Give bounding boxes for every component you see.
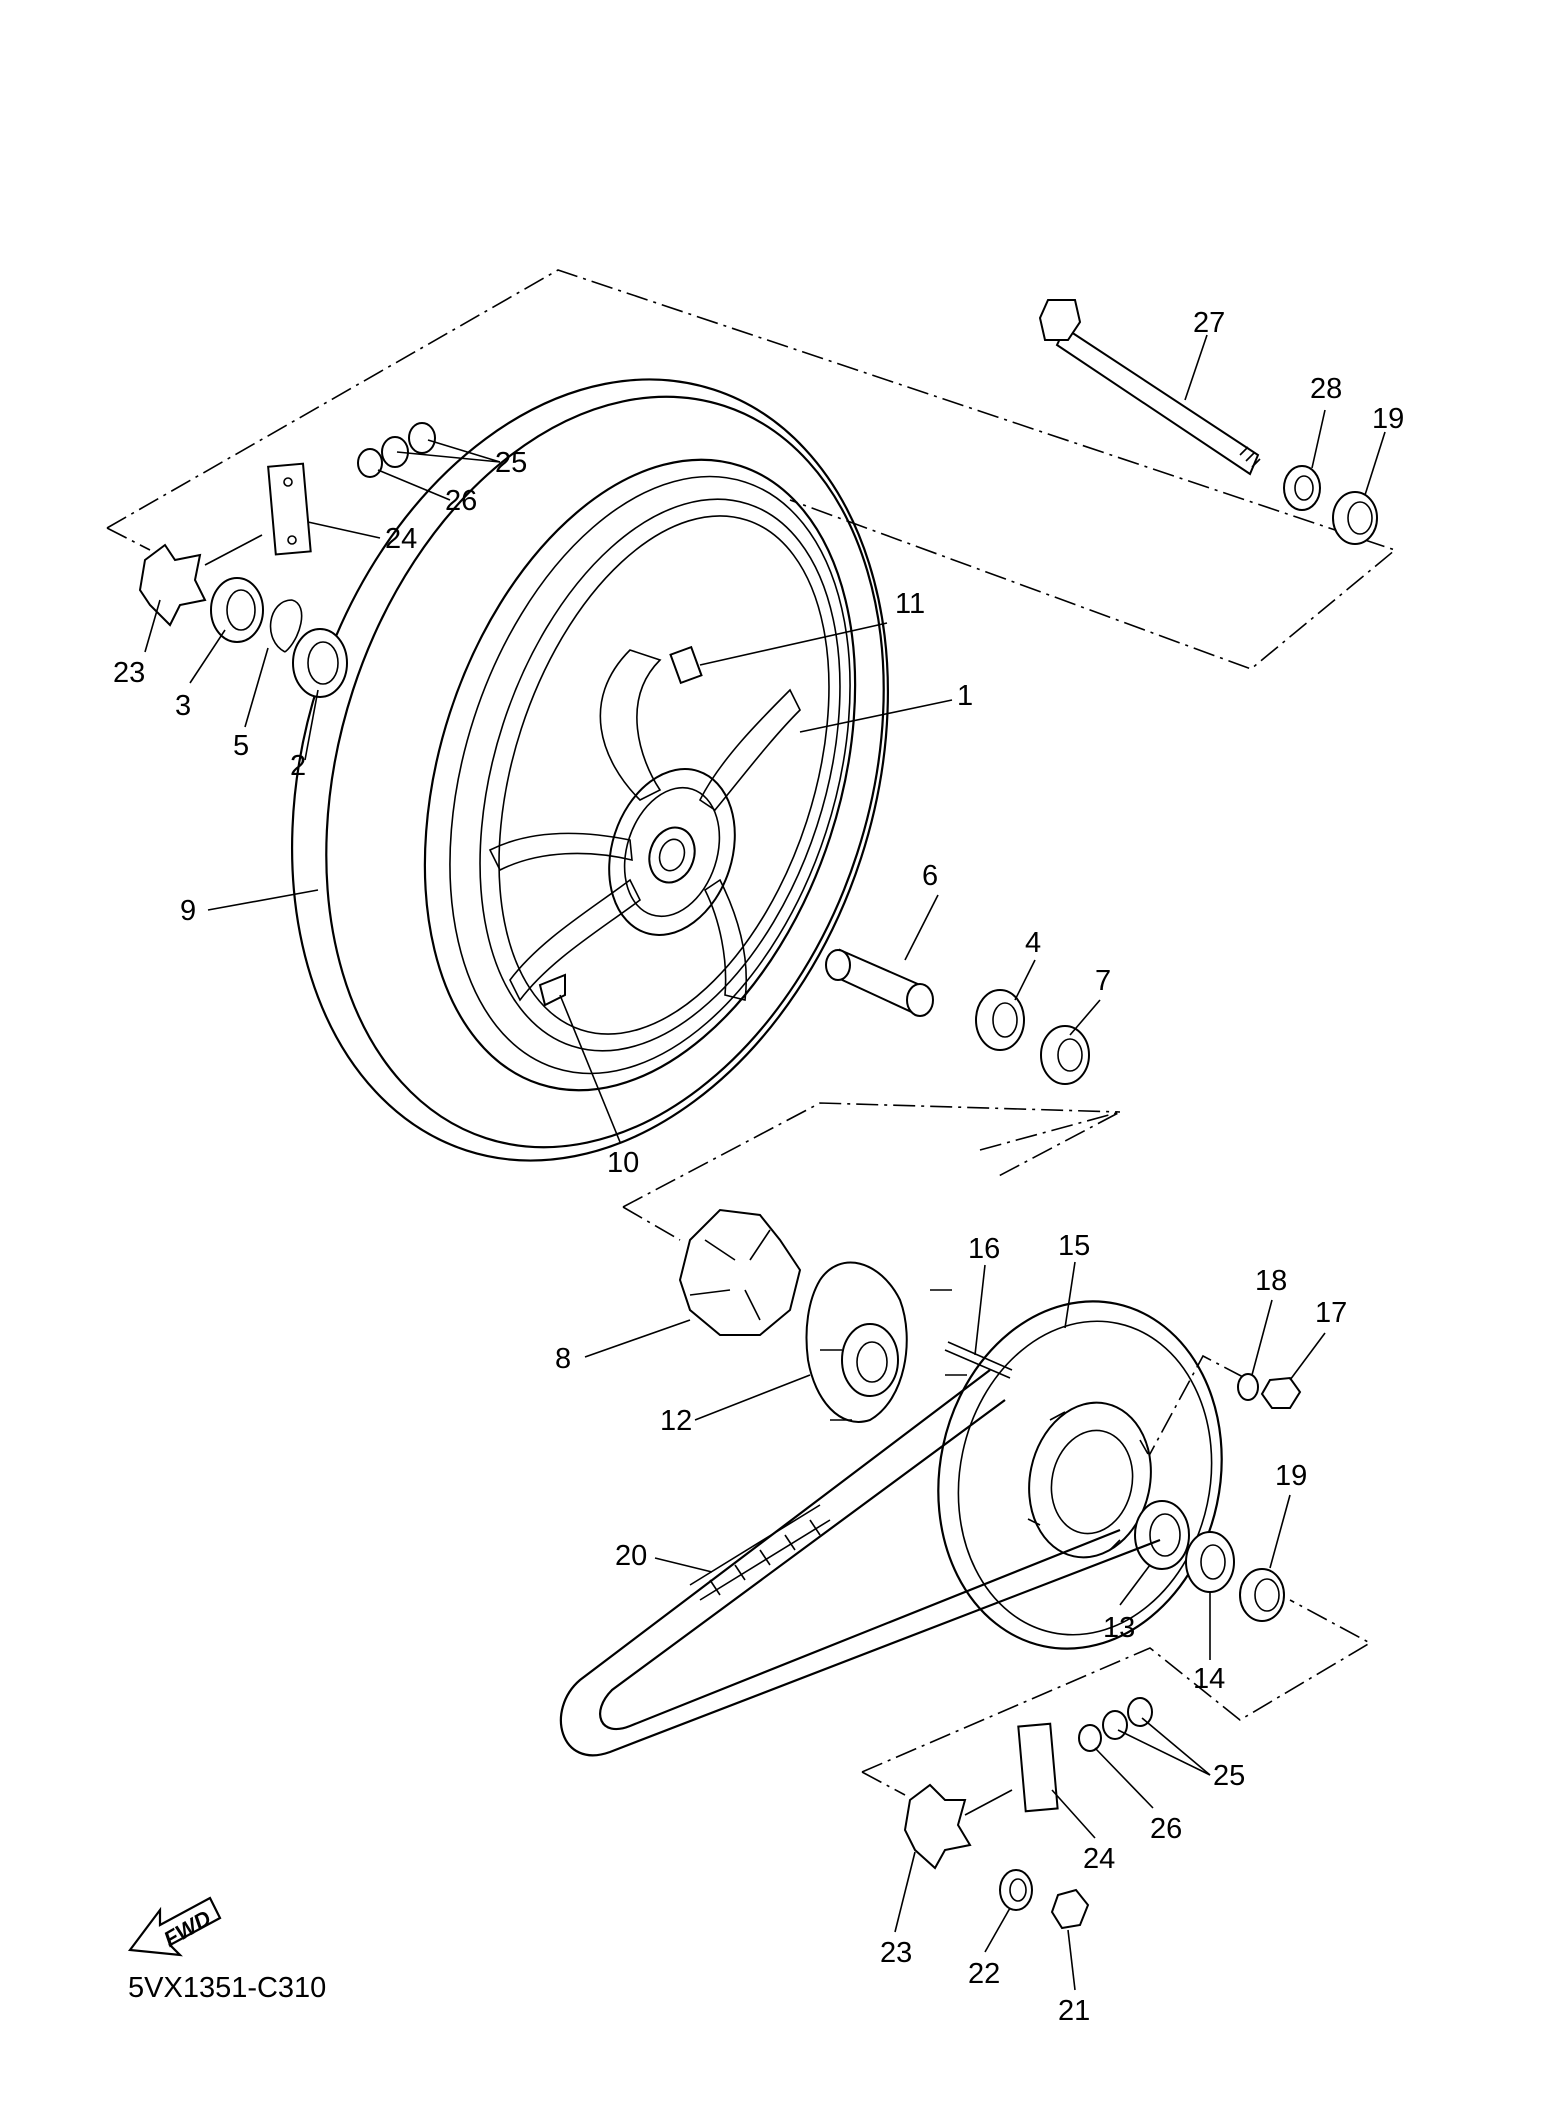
washer-22: [999, 1869, 1033, 1911]
collar-19-bottom: [1239, 1568, 1285, 1622]
callout-28: 28: [1310, 373, 1342, 405]
callout-19-top: 19: [1372, 403, 1404, 435]
fwd-label: FWD: [159, 1905, 215, 1952]
callout-26-bottom: 26: [1150, 1813, 1182, 1845]
bearing-2: [292, 628, 348, 698]
callout-13: 13: [1103, 1612, 1135, 1644]
callout-9: 9: [180, 895, 196, 927]
nut-17: [1260, 1376, 1302, 1409]
callout-24-bottom: 24: [1083, 1843, 1115, 1875]
callout-3: 3: [175, 690, 191, 722]
callout-23-top: 23: [113, 657, 145, 689]
callout-23-bottom: 23: [880, 1937, 912, 1969]
axle: [1038, 299, 1261, 476]
callout-18: 18: [1255, 1265, 1287, 1297]
callout-14: 14: [1193, 1663, 1225, 1695]
callout-17: 17: [1315, 1297, 1347, 1329]
callout-27: 27: [1193, 307, 1225, 339]
callout-26-top: 26: [445, 485, 477, 517]
washer-18: [1237, 1373, 1259, 1401]
callout-25-bottom: 25: [1213, 1760, 1245, 1792]
washer-28: [1283, 465, 1321, 511]
callout-5: 5: [233, 730, 249, 762]
callout-19-bottom: 19: [1275, 1460, 1307, 1492]
callout-7: 7: [1095, 965, 1111, 997]
callout-labels: 27 28 19 25 26 24 11 1 23 3 5 2 9 6 4 7 …: [113, 307, 1404, 2027]
callout-20: 20: [615, 1540, 647, 1572]
callout-6: 6: [922, 860, 938, 892]
sprocket-15: [937, 1300, 1223, 1650]
callout-11: 11: [895, 588, 925, 620]
callout-21: 21: [1058, 1995, 1090, 2027]
right-chain-adjuster: [903, 1697, 1153, 1930]
bearing-13: [1134, 1500, 1190, 1570]
callout-2: 2: [290, 750, 306, 782]
diagram-code: 5VX1351-C310: [128, 1972, 327, 2004]
callout-16: 16: [968, 1233, 1000, 1265]
leader-lines: [144, 334, 1386, 1991]
callout-22: 22: [968, 1958, 1000, 1990]
callout-25-top: 25: [495, 447, 527, 479]
hub-spacers: [825, 948, 1090, 1085]
callout-24-top: 24: [385, 523, 417, 555]
callout-12: 12: [660, 1405, 692, 1437]
drive-chain-20: [559, 1369, 1161, 1757]
callout-10: 10: [607, 1147, 639, 1179]
assembly-boundary-lines: [106, 269, 1397, 1796]
collar-19-top: [1332, 491, 1378, 545]
stud-16: [944, 1341, 1013, 1379]
left-chain-adjuster: [138, 422, 436, 698]
forward-arrow-icon: FWD: [127, 1896, 222, 1957]
clutch-hub-12: [805, 1261, 967, 1423]
damper-8: [678, 1208, 802, 1336]
oil-seal-14: [1185, 1531, 1235, 1593]
rear-wheel: [290, 378, 890, 1162]
callout-1: 1: [957, 680, 973, 712]
callout-4: 4: [1025, 927, 1041, 959]
callout-8: 8: [555, 1343, 571, 1375]
nut-21: [1050, 1888, 1090, 1930]
callout-15: 15: [1058, 1230, 1090, 1262]
